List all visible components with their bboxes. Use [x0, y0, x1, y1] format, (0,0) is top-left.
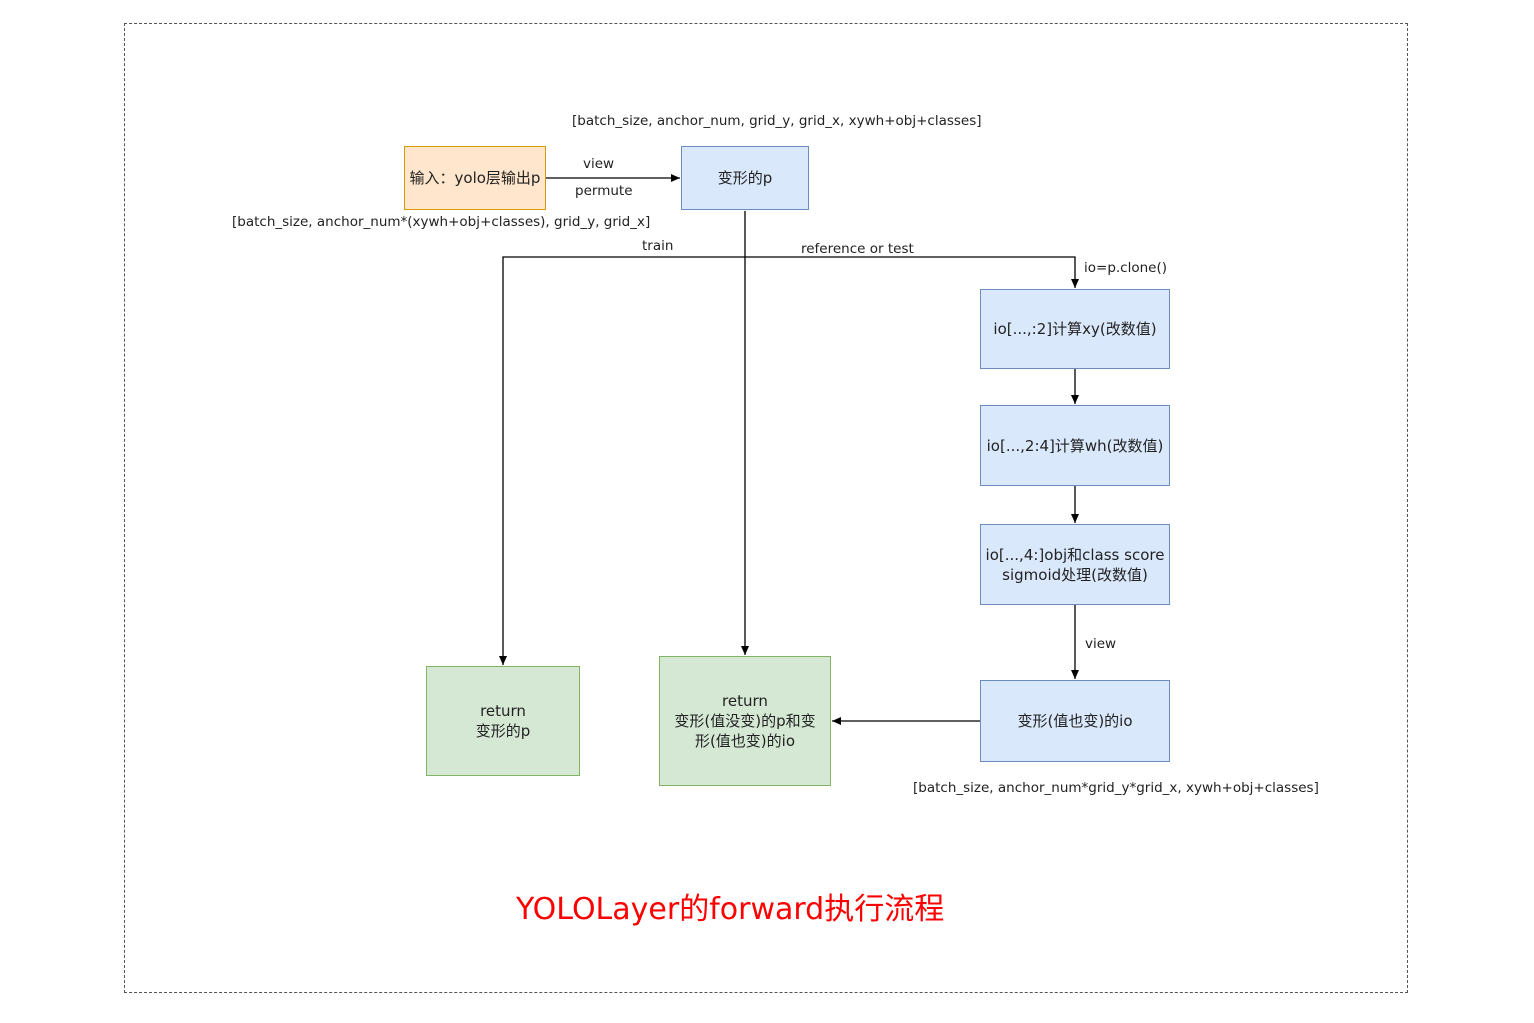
- shape-label-bottom: [batch_size, anchor_num*grid_y*grid_x, x…: [913, 780, 1319, 796]
- shape-label-top: [batch_size, anchor_num, grid_y, grid_x,…: [572, 113, 982, 129]
- diagram-title-text: YOLOLayer的forward执行流程: [516, 892, 945, 927]
- edge-label-permute: permute: [575, 183, 633, 199]
- edge-ref-test: [745, 256, 1079, 288]
- edge-label-view: view: [583, 156, 615, 172]
- edge-label-reference-or-test: reference or test: [801, 241, 914, 257]
- reshaped-io-node: 变形(值也变)的io: [980, 680, 1170, 762]
- calc-xy-node: io[...,:2]计算xy(改数值): [980, 289, 1170, 369]
- edge-label-train: train: [642, 238, 674, 254]
- return-train-node: return 变形的p: [426, 666, 580, 776]
- edge-label-view-2: view: [1085, 636, 1117, 652]
- edge-train: [499, 256, 745, 665]
- sigmoid-node: io[...,4:]obj和class score sigmoid处理(改数值): [980, 524, 1170, 605]
- input-node: 输入：yolo层输出p: [404, 146, 546, 210]
- shape-label-input: [batch_size, anchor_num*(xywh+obj+classe…: [232, 214, 651, 230]
- reshaped-p-node: 变形的p: [681, 146, 809, 210]
- edge-label-clone: io=p.clone(): [1084, 260, 1168, 276]
- calc-wh-node: io[...,2:4]计算wh(改数值): [980, 405, 1170, 486]
- return-test-node: return 变形(值没变)的p和变 形(值也变)的io: [659, 656, 831, 786]
- diagram-frame: [124, 23, 1408, 993]
